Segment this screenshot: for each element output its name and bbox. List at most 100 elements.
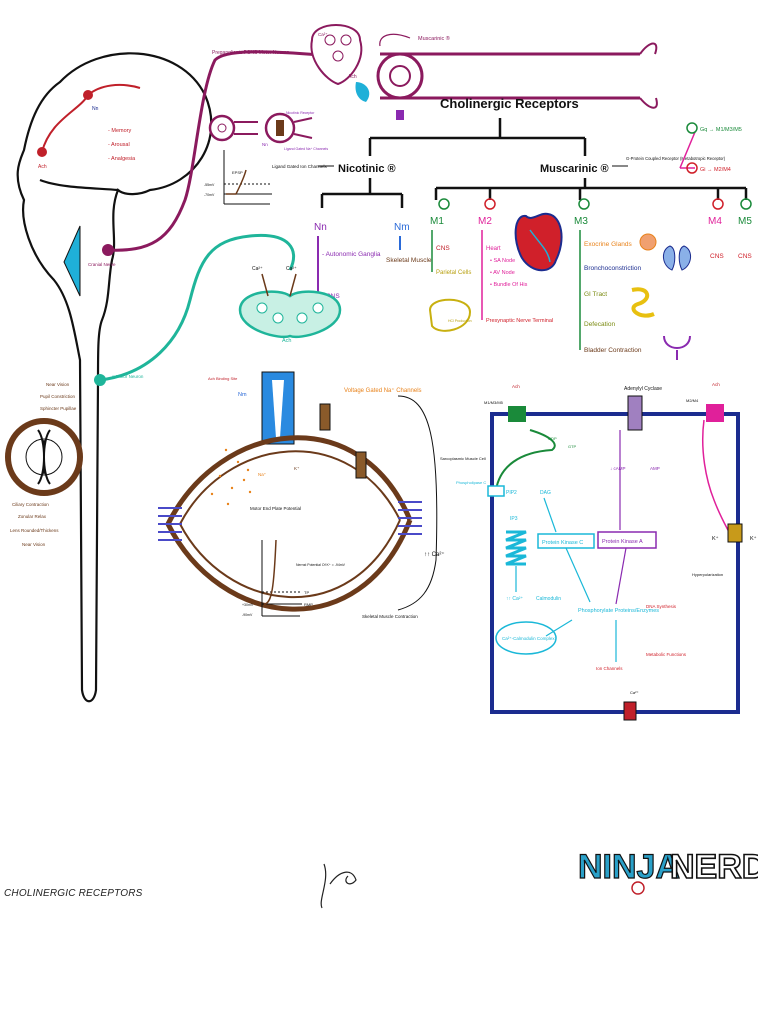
pns-ligand-small: Ligand Gated Na⁺ Channels [284,147,328,151]
gq-receptor-label: M1/M3/M5 [484,400,504,405]
nmj-ca-arrows [261,273,297,297]
pns-nn-label: Nn [262,142,268,147]
sodium-ions [210,448,252,506]
pka-flow-arrows [615,430,627,605]
brain-nn-label: Nn [92,106,99,112]
ca-calmodulin-bubble [495,621,557,655]
pns-muscarinic-label: Muscarinic ® [418,35,450,42]
m3-item-broncho: Bronchoconstriction [584,265,641,272]
m4-item-cns: CNS [710,253,724,260]
m4-minus-icon [712,198,724,210]
m2-minus-icon [484,198,496,210]
pns-ca-label: Ca²⁺ [318,32,328,37]
k-out-label: K⁺ [750,535,757,542]
adenylyl-cyclase-label: Adenylyl Cyclase [624,386,662,392]
ca-up-label: ↑↑ Ca²⁺ [424,551,445,558]
nn-item-ganglia: - Autonomic Ganglia [322,251,381,258]
m2-item-heart: Heart [486,246,501,252]
brain-outline [16,52,213,703]
epsp-graph [223,150,272,205]
ca-channel [623,701,637,721]
eye-bottom-label-1: Ciliary Contraction [12,502,49,507]
ca-channel-label: Ca²⁺ [630,690,639,695]
dna-synthesis-label: DNA Synthesis [646,604,677,609]
pkc-label: Protein Kinase C [542,540,583,546]
m4-heading: M4 [708,216,722,227]
gi-minus-icon [686,162,698,174]
z-disc-left [158,507,182,541]
pns-ach-label: Ach [348,74,357,80]
ninja-nerd-logo: NINJA NERD [578,847,758,895]
epsp-v1: -55mV [204,183,215,187]
page-title: Cholinergic Receptors [440,96,579,111]
m2-heading: M2 [478,216,492,227]
nmj-ach-label: Ach [282,338,291,344]
ap-rmp-label: RMP [304,602,313,607]
bladder-icon [663,335,691,360]
m2-item-av: • AV Node [490,270,515,276]
logo-glasses-icon [631,881,645,895]
nmj-flow-arrow [397,395,438,611]
eye-bottom-label-4: Near Vision [22,542,46,547]
nm-heading: Nm [394,222,410,233]
dag-label: DAG [540,490,551,496]
m2-item-sa: • SA Node [490,258,515,264]
m2-autoreceptor [396,110,404,120]
gdp-label: GDP [548,436,557,441]
m2-item-presynaptic: Presynaptic Nerve Terminal [486,318,553,324]
adenylyl-cyclase [627,395,643,431]
muscle-fiber [165,435,413,612]
m1-heading: M1 [430,216,444,227]
gi-tract-icon [631,287,655,318]
footer-title: CHOLINERGIC RECEPTORS [4,888,143,899]
nmj-ca-right: Ca²⁺ [286,266,297,272]
m3-heading: M3 [574,216,588,227]
vg-na-channel-2 [355,451,367,479]
gq-ach-label: Ach [512,384,520,389]
plc-label: Phospholipase C [456,480,486,485]
ach-binding-label: Ach Binding Site [208,376,238,381]
muscarinic-heading: Muscarinic ® [540,163,609,175]
brainstem-region [63,225,81,297]
logo-ninja-text: NINJA [578,848,680,886]
nm-item-skeletal: Skeletal Muscle [386,257,432,264]
motor-end-plate-label: Motor End Plate Potential [250,506,301,511]
z-disc-right [398,501,422,535]
postganglionic-neuron [376,42,658,109]
m5-heading: M5 [738,216,752,227]
er-icon [505,530,527,566]
eye-bottom-label-2: Zonular Relax [18,514,47,519]
heart-icon [514,212,563,272]
m3-item-exocrine: Exocrine Glands [584,241,632,248]
preganglionic-label: Preganglionic PSNS Motor Neuron [212,50,289,56]
m1-item-cns: CNS [436,245,450,252]
eye-bottom-label-3: Lens Rounded/Thickens [10,528,59,533]
plc-box [487,485,505,497]
pka-box [597,531,657,549]
epsp-v2: -70mV [204,193,215,197]
eye-diagram [5,418,83,496]
skeletal-contraction-label: Skeletal Muscle Contraction [362,614,418,619]
presynaptic-terminal [310,24,363,86]
gtp-label: GTP [568,444,577,449]
ca-calmodulin-label: Ca²⁺-Calmodulin Complex [502,636,555,641]
gi-receptor-label: M2/M4 [686,398,699,403]
ganglion-zoom [208,112,313,144]
nn-heading: Nn [314,222,327,233]
nm-pore [272,380,284,438]
resting-potential-label: Nernst Potential Of K⁺ = -94mV [296,563,346,567]
pip2-label: PIP2 [506,490,517,496]
vg-na-channel-1 [319,403,331,431]
metabolic-label: Metabolic Functions [646,652,687,657]
gi-ach-label: Ach [712,382,720,387]
m1-item-hcl: HCl Production [448,319,472,323]
ap-tp-label: TP [304,590,309,595]
pns-muscarinic-arrow [379,33,411,47]
gpcr-label: G-Protein Coupled Receptor (Metabotropic… [626,156,726,161]
brain-function-analgesia: - Analgesia [108,156,136,162]
calmodulin-label: Calmodulin [536,596,561,602]
nmj-terminal [238,290,342,339]
cell-membrane [490,412,740,714]
k-in-label: K⁺ [712,535,719,542]
logo-nerd-text: NERD [670,848,758,886]
